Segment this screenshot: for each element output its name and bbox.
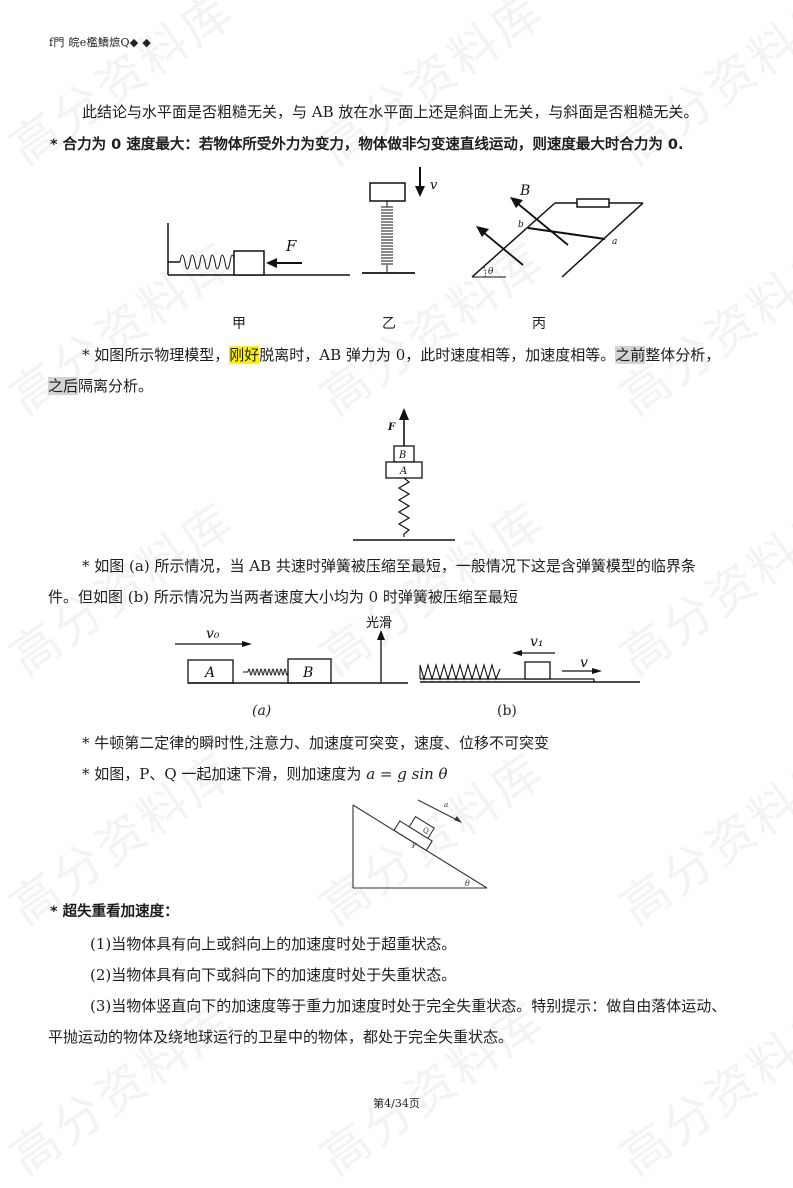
caption-a: (a): [252, 703, 272, 719]
svg-text:a: a: [444, 801, 448, 809]
svg-text:B: B: [519, 183, 530, 199]
heading-overweight-weightlessness: * 超失重看加速度：: [50, 904, 179, 920]
paragraph-separation-line2: 之后隔离分析。: [48, 376, 153, 396]
highlight-gray: 之后: [48, 377, 79, 395]
paragraph-conclusion: 此结论与水平面是否粗糙无关，与 AB 放在水平面上还是斜面上无关，与斜面是否粗糙…: [82, 103, 699, 121]
svg-text:Q: Q: [423, 827, 429, 835]
heading-net-force-zero: * 合力为 0 速度最大：若物体所受外力为变力，物体做非匀变速直线运动，则速度最…: [50, 137, 684, 153]
svg-text:v: v: [580, 655, 588, 671]
paragraph-instantaneity: * 牛顿第二定律的瞬时性,注意力、加速度可突变，速度、位移不可突变: [82, 734, 550, 752]
svg-text:A: A: [203, 665, 215, 681]
text: 脱离时，AB 弹力为 0，此时速度相等，加速度相等。: [259, 346, 616, 364]
svg-text:v₁: v₁: [530, 634, 544, 650]
text: 隔离分析。: [78, 377, 154, 395]
svg-text:v: v: [430, 178, 438, 193]
paragraph-spring-compression: * 如图 (a) 所示情况，当 AB 共速时弹簧被压缩至最短，一般情况下这是含弹…: [82, 557, 696, 575]
text: * 如图，P、Q 一起加速下滑，则加速度为: [82, 765, 367, 783]
svg-text:B: B: [302, 665, 313, 681]
figure-incline-blocks: P Q a θ: [352, 799, 488, 889]
svg-text:P: P: [411, 842, 417, 850]
svg-text:光滑: 光滑: [366, 616, 392, 631]
figure-yi: v: [362, 167, 438, 274]
caption-bing: 丙: [532, 316, 546, 332]
paragraph-spring-compression-line2: 件。但如图 (b) 所示情况为当两者速度大小均为 0 时弹簧被压缩至最短: [48, 588, 518, 606]
paragraph-separation: * 如图所示物理模型，刚好脱离时，AB 弹力为 0，此时速度相等，加速度相等。之…: [82, 345, 720, 365]
figure-bing: θ b a B: [471, 183, 644, 278]
figure-stacked-blocks-spring: F B A: [353, 408, 455, 541]
page-number: 第4/34页: [373, 1097, 420, 1110]
svg-text:A: A: [399, 466, 407, 477]
paragraph-complete-weightlessness: (3)当物体竖直向下的加速度等于重力加速度时处于完全失重状态。特别提示：做自由落…: [90, 997, 727, 1015]
figure-spring-models: F v θ b a B: [167, 167, 644, 278]
highlight-gray: 之前: [615, 346, 646, 364]
svg-text:θ: θ: [465, 879, 470, 888]
paragraph-incline-acceleration: * 如图，P、Q 一起加速下滑，则加速度为 a = g sin θ: [82, 764, 448, 784]
formula: a = g sin θ: [366, 765, 448, 783]
paragraph-weightlessness: (2)当物体具有向下或斜向下的加速度时处于失重状态。: [90, 966, 457, 984]
caption-jia: 甲: [232, 316, 246, 332]
paragraph-complete-weightlessness-line2: 平抛运动的物体及绕地球运行的卫星中的物体，都处于完全失重状态。: [48, 1028, 514, 1046]
svg-text:B: B: [398, 450, 406, 461]
svg-text:F: F: [285, 237, 297, 255]
svg-text:θ: θ: [488, 267, 494, 277]
svg-text:F: F: [387, 422, 396, 433]
highlight-yellow: 刚好: [229, 346, 260, 364]
text: 整体分析，: [645, 346, 721, 364]
figure-collision-models: v₀ A B 光滑 v₁ v: [175, 616, 640, 684]
caption-b: (b): [497, 703, 517, 719]
watermark: 高分资料库: [610, 741, 793, 937]
text: * 如图所示物理模型，: [82, 346, 230, 364]
figure-jia: F: [167, 223, 350, 276]
paragraph-overweight: (1)当物体具有向上或斜向上的加速度时处于超重状态。: [90, 935, 457, 953]
svg-text:v₀: v₀: [206, 626, 220, 642]
page-header: f門 皖e檻鱎熫Q◆ ◆: [49, 36, 152, 49]
svg-text:b: b: [518, 220, 524, 230]
svg-text:a: a: [612, 237, 617, 247]
caption-yi: 乙: [382, 316, 396, 332]
